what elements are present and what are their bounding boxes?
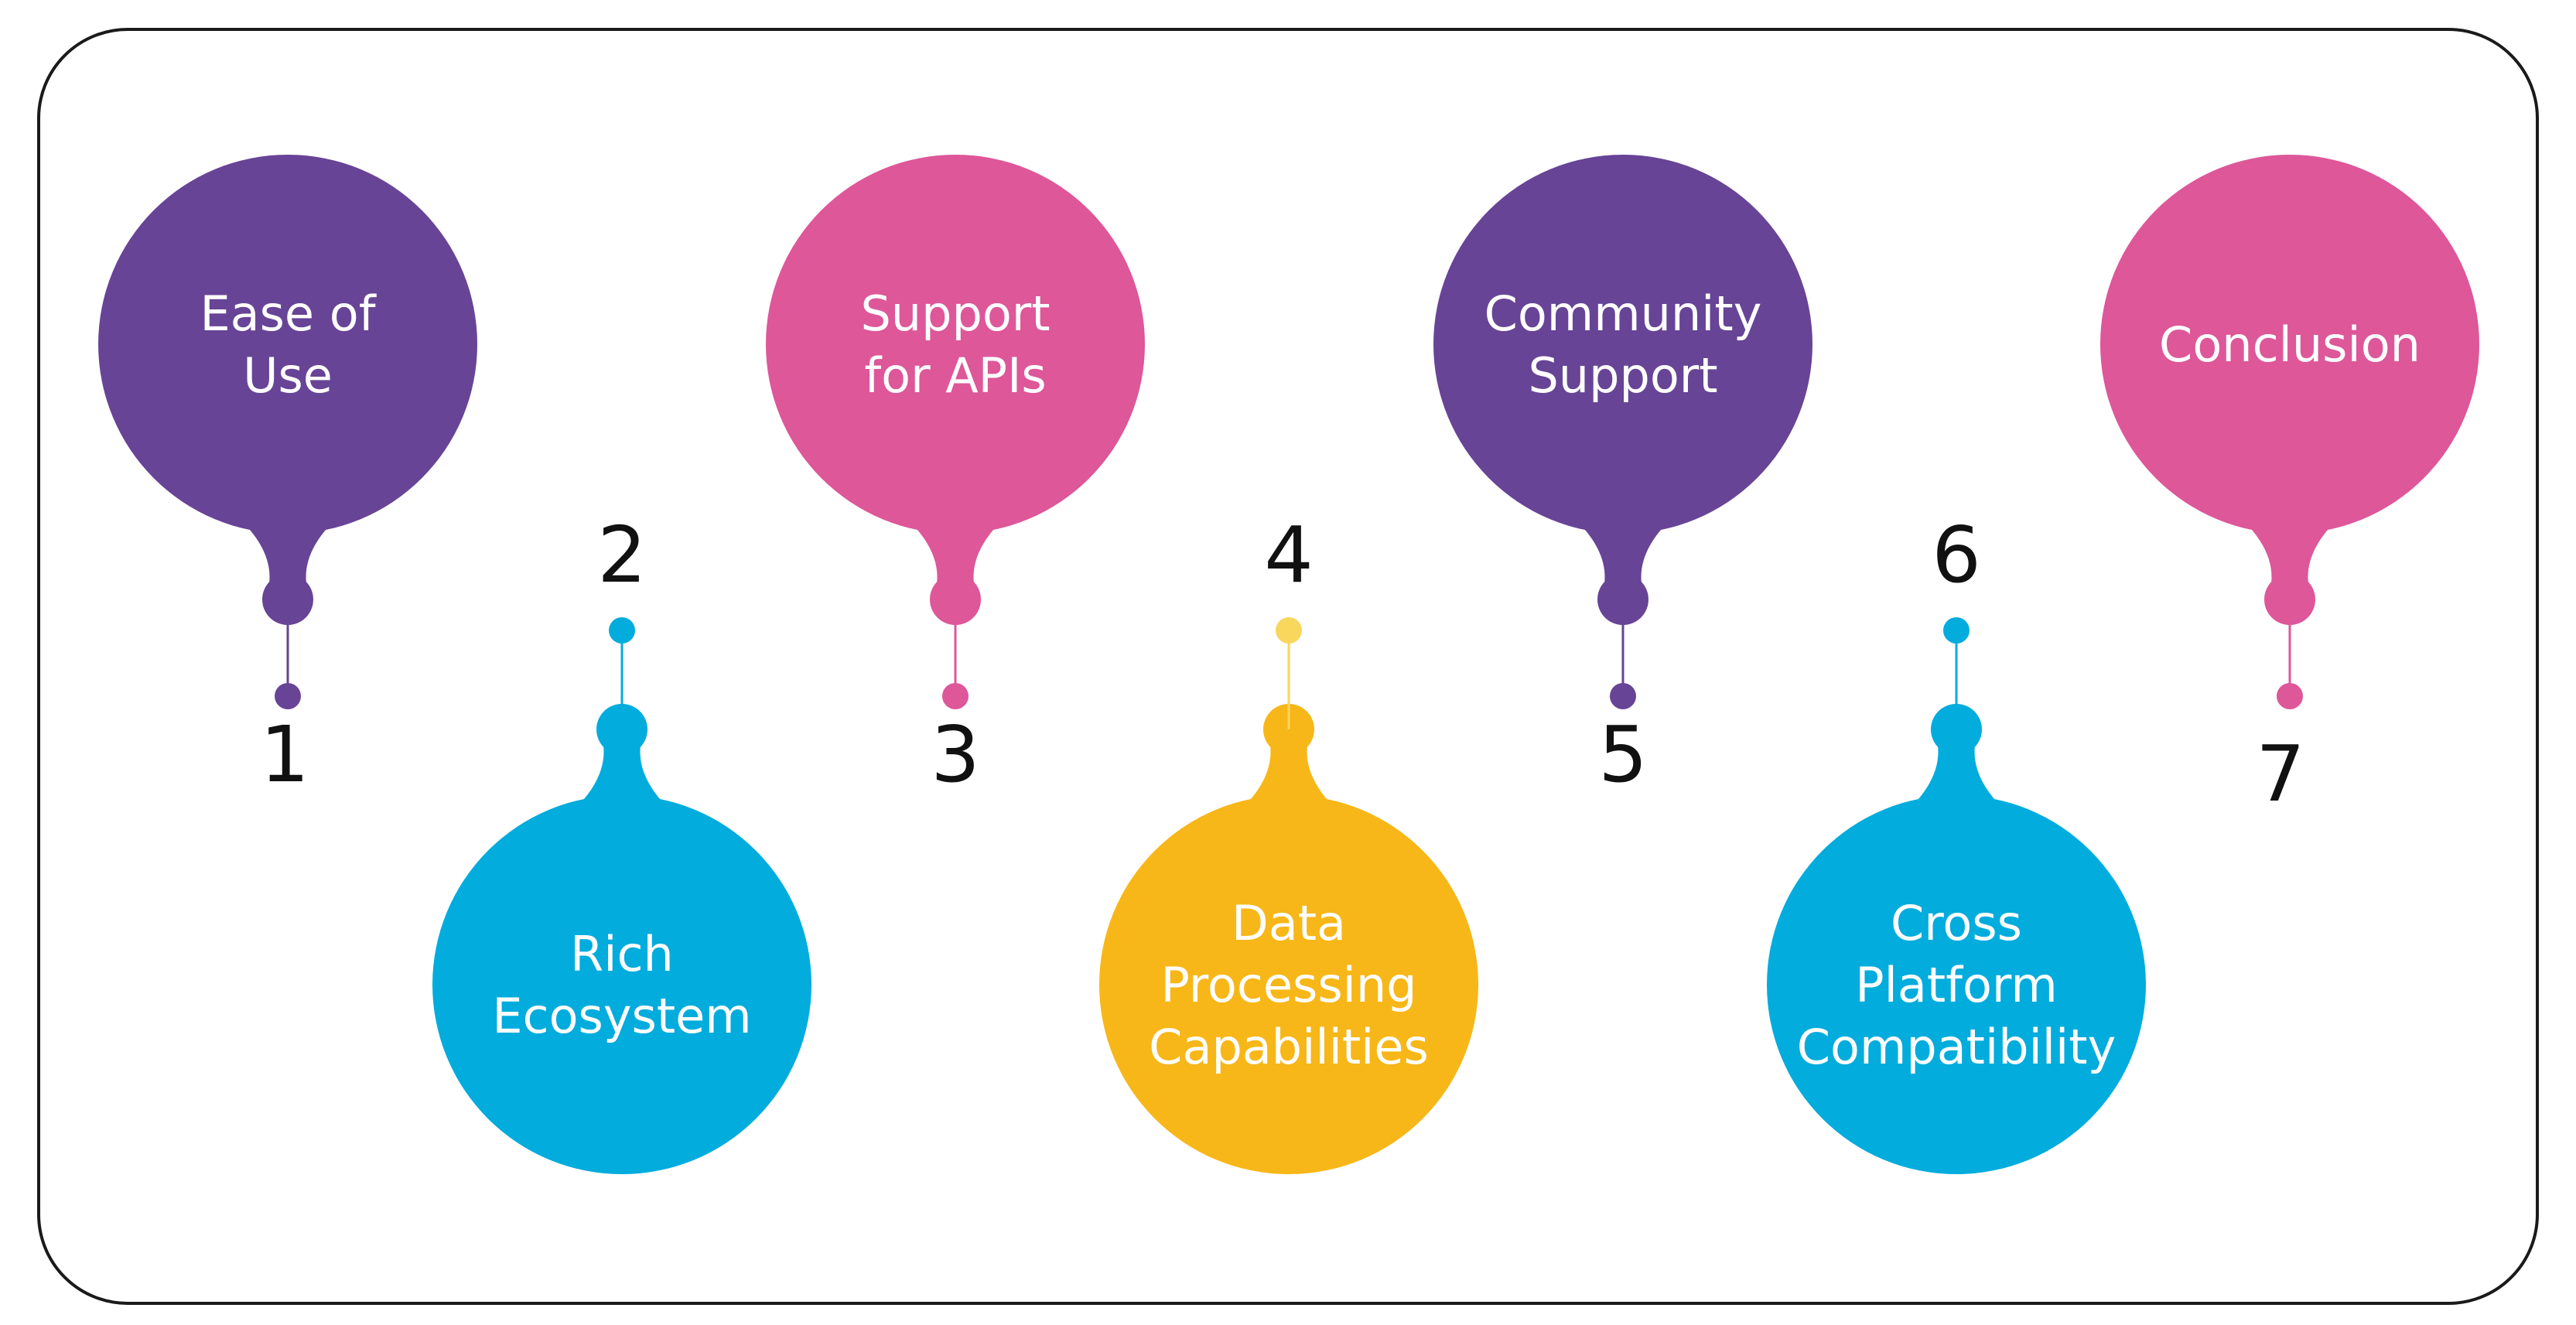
- step-5-number: 5: [1598, 709, 1648, 800]
- step-2-label-line: Ecosystem: [492, 988, 751, 1044]
- step-1-circle: [98, 155, 477, 534]
- step-4-label-line: Capabilities: [1149, 1019, 1429, 1075]
- step-6-neck: [1910, 737, 2003, 808]
- step-7: Conclusion 7: [2100, 155, 2479, 819]
- step-5-label-line: Community: [1484, 285, 1762, 342]
- step-6-label-line: Platform: [1855, 957, 2057, 1013]
- step-7-number: 7: [2256, 729, 2305, 819]
- step-3-label-line: for APIs: [864, 347, 1046, 404]
- step-7-label: Conclusion: [2159, 316, 2421, 373]
- step-4-neck: [1242, 737, 1335, 808]
- step-7-circle: [2100, 155, 2479, 534]
- step-5-dot: [1610, 683, 1636, 709]
- step-6-label-line: Compatibility: [1797, 1019, 2116, 1075]
- step-1-label-line: Use: [243, 347, 333, 404]
- step-7-label-line: Conclusion: [2159, 316, 2421, 373]
- step-6-dot: [1943, 617, 1970, 644]
- step-3-neck: [909, 521, 1002, 592]
- step-1-label-line: Ease of: [200, 285, 377, 342]
- step-4-circle: [1099, 795, 1478, 1174]
- step-4-dot: [1276, 617, 1302, 644]
- step-3-circle: [766, 155, 1145, 534]
- step-1-dot: [275, 683, 301, 709]
- step-5-label-line: Support: [1528, 347, 1717, 404]
- step-2-label-line: Rich: [570, 926, 674, 982]
- step-2-dot: [609, 617, 635, 644]
- step-4-number: 4: [1264, 510, 1314, 600]
- step-5-circle: [1433, 155, 1812, 534]
- step-4-label-line: Processing: [1160, 957, 1416, 1013]
- step-1-number: 1: [260, 709, 309, 800]
- step-2-neck: [576, 737, 668, 808]
- step-5-neck: [1577, 521, 1669, 592]
- step-1-neck: [241, 521, 334, 592]
- step-3-dot: [942, 683, 969, 709]
- step-6-number: 6: [1932, 510, 1981, 600]
- step-6-circle: [1767, 795, 2146, 1174]
- step-6-label-line: Cross: [1891, 895, 2022, 951]
- step-2-circle: [432, 795, 811, 1174]
- step-3-label-line: Support: [860, 285, 1050, 342]
- step-3-number: 3: [931, 709, 980, 800]
- step-7-dot: [2277, 683, 2303, 709]
- step-7-neck: [2243, 521, 2336, 592]
- step-4-label-line: Data: [1232, 895, 1346, 951]
- step-2-number: 2: [597, 510, 647, 600]
